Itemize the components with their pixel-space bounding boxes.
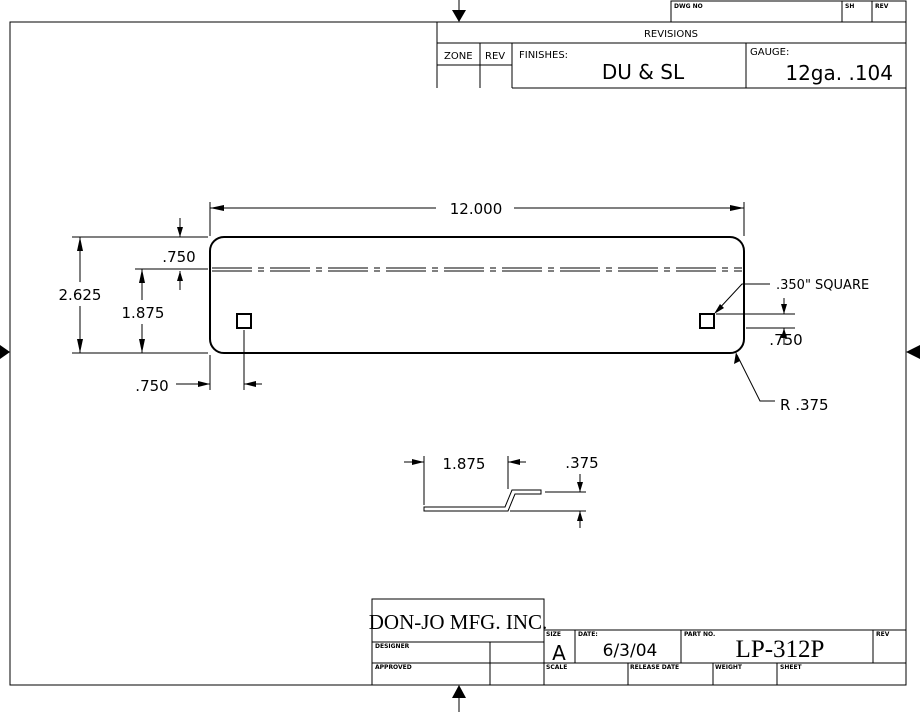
part-no-value: LP-312P bbox=[736, 636, 825, 663]
rev-column-label: REV bbox=[485, 51, 505, 62]
company-name: DON-JO MFG. INC. bbox=[369, 610, 548, 634]
dim-hole-edge-left: .750 bbox=[135, 377, 168, 395]
part-top-view bbox=[209, 236, 745, 354]
dim-hole-size: .350" SQUARE bbox=[776, 278, 869, 293]
revisions-block: REVISIONS ZONE REV FINISHES: DU & SL GAU… bbox=[436, 22, 906, 89]
weight-label: WEIGHT bbox=[715, 664, 743, 671]
date-label: DATE: bbox=[578, 631, 598, 638]
sheet-label: SHEET bbox=[780, 664, 803, 671]
release-date-label: RELEASE DATE bbox=[630, 664, 679, 671]
arrow-left-icon bbox=[906, 345, 920, 359]
scale-label: SCALE bbox=[546, 664, 567, 671]
part-no-label: PART NO. bbox=[684, 631, 715, 638]
designer-label: DESIGNER bbox=[375, 643, 410, 650]
approved-label: APPROVED bbox=[375, 664, 412, 671]
dwg-no-label: DWG NO bbox=[674, 3, 703, 10]
size-label: SIZE bbox=[546, 631, 561, 638]
dimensions: 12.000 2.625 1.875 .750 .750 .350" bbox=[59, 200, 870, 414]
dim-hole-height: 1.875 bbox=[122, 304, 165, 322]
dim-length: 12.000 bbox=[450, 200, 503, 218]
title-block: DON-JO MFG. INC. DESIGNER APPROVED SIZE … bbox=[369, 598, 906, 686]
dim-side-offset: .375 bbox=[565, 454, 598, 472]
finishes-label: FINISHES: bbox=[519, 50, 568, 61]
arrow-down-icon bbox=[452, 10, 466, 22]
dim-height: 2.625 bbox=[59, 286, 102, 304]
arrow-up-icon bbox=[452, 685, 466, 698]
title-rev-label: REV bbox=[876, 631, 890, 638]
gauge-label: GAUGE: bbox=[750, 47, 789, 58]
zone-label: ZONE bbox=[444, 51, 473, 62]
gauge-value: 12ga. .104 bbox=[785, 61, 893, 85]
dim-side-length: 1.875 bbox=[443, 455, 486, 473]
dim-hole-edge-right: .750 bbox=[769, 331, 802, 349]
revisions-title: REVISIONS bbox=[644, 29, 698, 40]
part-side-view: 1.875 .375 bbox=[404, 454, 599, 528]
dim-corner-radius: R .375 bbox=[780, 396, 829, 414]
rev-label: REV bbox=[875, 3, 889, 10]
sh-label: SH bbox=[845, 3, 854, 10]
size-value: A bbox=[552, 641, 566, 665]
square-hole-left bbox=[236, 313, 252, 329]
square-hole-right bbox=[699, 313, 715, 329]
arrow-right-icon bbox=[0, 345, 10, 359]
dim-bend-offset: .750 bbox=[162, 248, 195, 266]
date-value: 6/3/04 bbox=[603, 641, 658, 661]
dwg-no-block: DWG NO SH REV bbox=[670, 0, 907, 23]
finishes-value: DU & SL bbox=[602, 60, 685, 84]
